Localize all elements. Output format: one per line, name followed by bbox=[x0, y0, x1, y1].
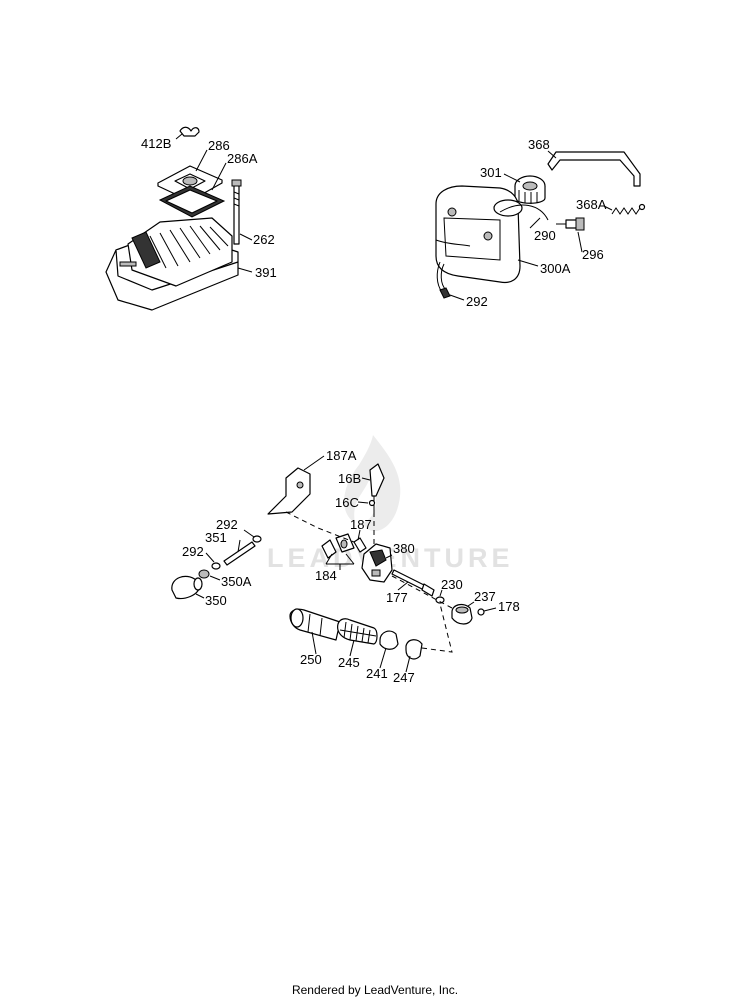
part-187-gasket-icon bbox=[353, 537, 367, 553]
callout-187a: 187A bbox=[326, 448, 357, 463]
callout-16b: 16B bbox=[338, 471, 361, 486]
callout-351: 351 bbox=[205, 530, 227, 545]
callout-184: 184 bbox=[315, 568, 337, 583]
part-350-primer-bulb-icon bbox=[171, 575, 203, 600]
callout-241: 241 bbox=[366, 666, 388, 681]
part-230-washer-icon bbox=[435, 596, 445, 604]
callout-300a: 300A bbox=[540, 261, 571, 276]
callout-16c: 16C bbox=[335, 495, 359, 510]
callout-391: 391 bbox=[255, 265, 277, 280]
callout-177: 177 bbox=[386, 590, 408, 605]
callout-292-upper: 292 bbox=[216, 517, 238, 532]
part-368a-spring-icon bbox=[611, 203, 646, 215]
callout-292-tank: 292 bbox=[466, 294, 488, 309]
callout-368: 368 bbox=[528, 137, 550, 152]
callout-187: 187 bbox=[350, 517, 372, 532]
callout-380: 380 bbox=[393, 541, 415, 556]
part-351-hose-icon bbox=[223, 541, 256, 566]
part-391-housing-icon bbox=[105, 217, 239, 311]
part-380-carburetor-icon bbox=[361, 543, 393, 583]
part-292-lower-clip-icon bbox=[211, 562, 221, 570]
callout-262: 262 bbox=[253, 232, 275, 247]
callout-301: 301 bbox=[480, 165, 502, 180]
callout-178: 178 bbox=[498, 599, 520, 614]
part-350a-fitting-icon bbox=[198, 569, 210, 579]
callout-230: 230 bbox=[441, 577, 463, 592]
callout-286: 286 bbox=[208, 138, 230, 153]
footer-credit: Rendered by LeadVenture, Inc. bbox=[291, 983, 459, 997]
carburetor-group: 187A 16B 16C 187 292 351 292 380 350A 18… bbox=[171, 448, 520, 685]
callout-412b: 412B bbox=[141, 136, 171, 151]
part-245-screen-icon bbox=[337, 618, 378, 645]
engine-cover-group: 412B 286 286A 262 391 bbox=[105, 126, 277, 311]
part-296-fitting-icon bbox=[556, 217, 585, 231]
part-368-bracket-icon bbox=[547, 151, 641, 187]
callout-247: 247 bbox=[393, 670, 415, 685]
part-290-hose-icon bbox=[499, 204, 549, 221]
part-184-gasket-icon bbox=[321, 533, 355, 559]
callout-245: 245 bbox=[338, 655, 360, 670]
callout-292-lower: 292 bbox=[182, 544, 204, 559]
callout-237: 237 bbox=[474, 589, 496, 604]
part-241-seal-icon bbox=[379, 630, 399, 650]
callout-350: 350 bbox=[205, 593, 227, 608]
fuel-tank-group: 368 301 368A 290 296 300A 292 bbox=[435, 137, 646, 309]
part-247-cap-icon bbox=[405, 639, 423, 660]
part-412b-wing-nut-icon bbox=[179, 126, 200, 137]
part-286a-filter-icon bbox=[158, 185, 226, 218]
part-262-stud-icon bbox=[231, 179, 242, 245]
part-187a-bracket-icon bbox=[267, 467, 311, 515]
callout-350a: 350A bbox=[221, 574, 252, 589]
part-292-upper-clip-icon bbox=[252, 535, 262, 543]
part-301-fuel-cap-icon bbox=[514, 175, 546, 204]
callout-286a: 286A bbox=[227, 151, 258, 166]
part-250-filter-housing-icon bbox=[289, 608, 341, 641]
callout-250: 250 bbox=[300, 652, 322, 667]
part-177-stem-icon bbox=[391, 569, 435, 597]
part-16c-pin-icon bbox=[368, 499, 376, 507]
part-237-bowl-icon bbox=[451, 603, 473, 625]
part-178-screw-icon bbox=[477, 608, 485, 616]
callout-296: 296 bbox=[582, 247, 604, 262]
callout-290: 290 bbox=[534, 228, 556, 243]
part-292-clip-icon bbox=[439, 287, 451, 299]
callout-368a: 368A bbox=[576, 197, 607, 212]
part-300a-fuel-tank-icon bbox=[435, 185, 523, 293]
